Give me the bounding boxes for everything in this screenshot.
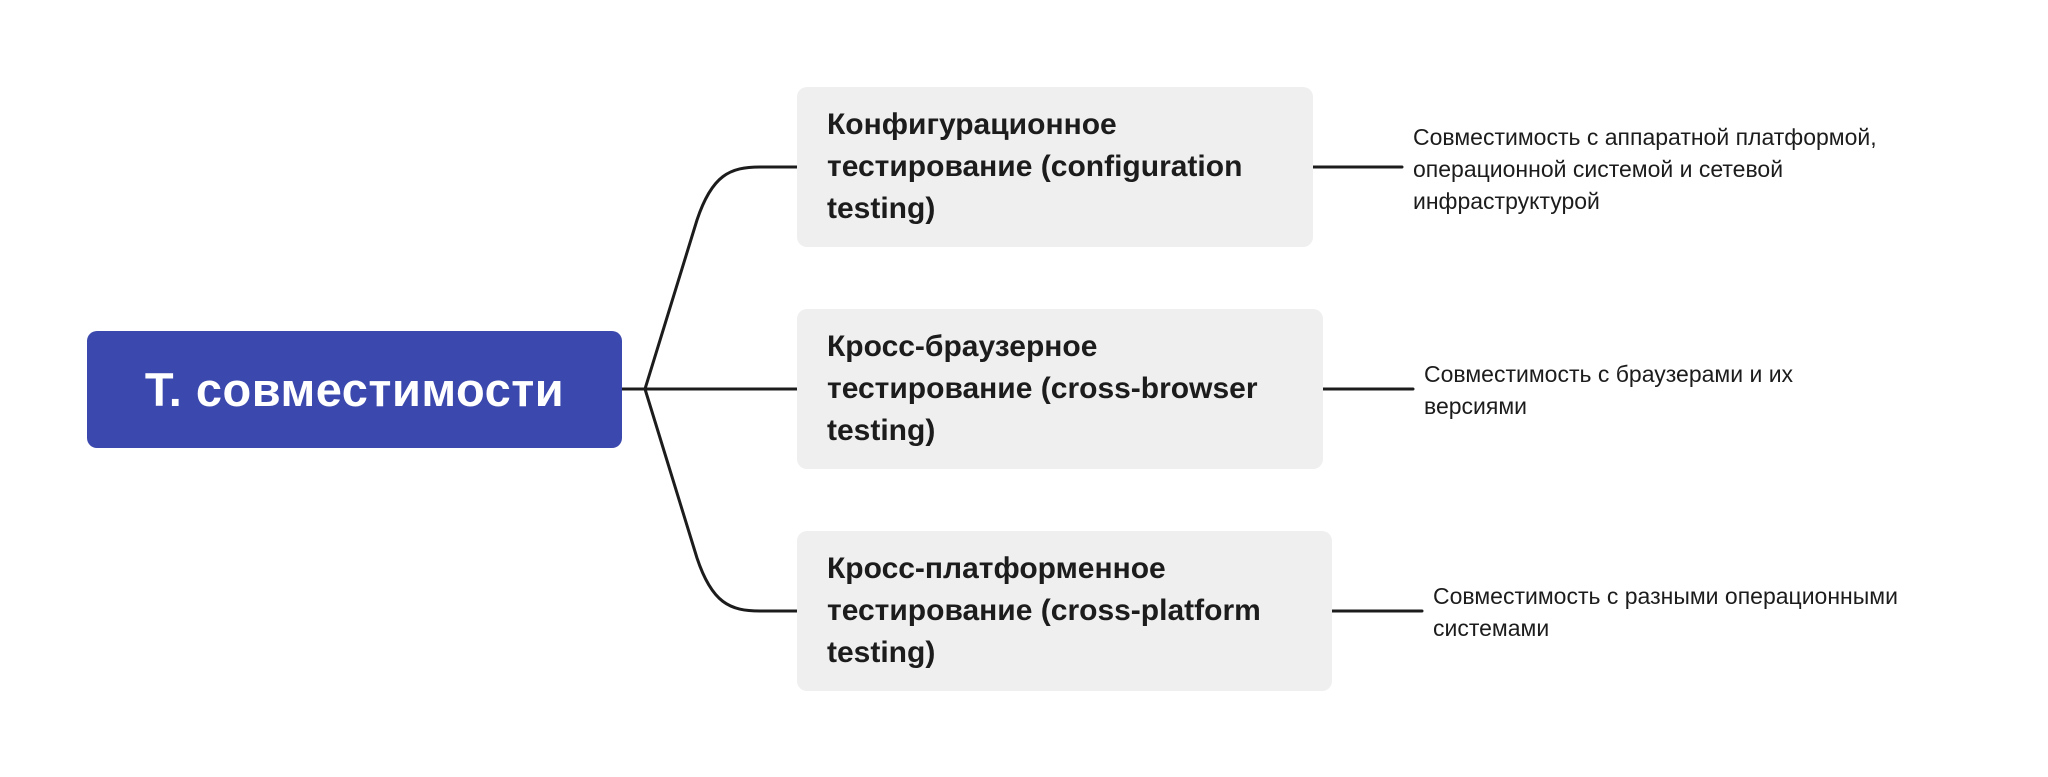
note-configuration-testing: Совместимость с аппаратной платформой, о…	[1413, 124, 1877, 214]
branch-node-label: Кросс-браузерное тестирование (cross-bro…	[827, 330, 1258, 447]
branch-node-cross-platform-testing[interactable]: Кросс-платформенное тестирование (cross-…	[797, 531, 1332, 691]
connector-branch-1	[643, 165, 799, 391]
branch-node-cross-browser-testing[interactable]: Кросс-браузерное тестирование (cross-bro…	[797, 309, 1323, 469]
root-node-label: Т. совместимости	[144, 363, 565, 416]
root-node[interactable]: Т. совместимости	[87, 331, 622, 448]
branch-node-label: Кросс-платформенное тестирование (cross-…	[827, 552, 1261, 669]
note-cross-platform-testing: Совместимость с разными операционными си…	[1433, 583, 1898, 641]
note-cross-browser-testing: Совместимость с браузерами и их версиями	[1424, 361, 1794, 419]
connector-branch-3	[643, 387, 799, 613]
branch-node-label: Конфигурационное тестирование (configura…	[827, 108, 1243, 225]
branch-node-configuration-testing[interactable]: Конфигурационное тестирование (configura…	[797, 87, 1313, 247]
